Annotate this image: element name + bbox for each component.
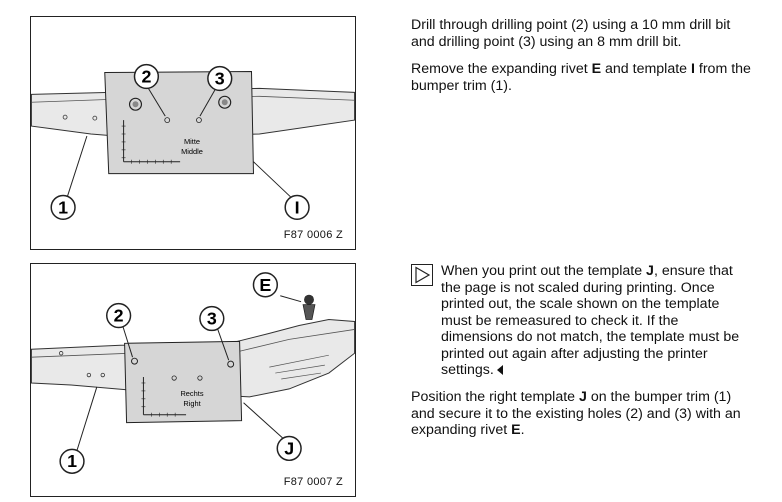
callout-2: 2 [114, 306, 124, 326]
callout-I: I [295, 197, 300, 217]
instruction-position: Position the right template J on the bum… [411, 389, 741, 438]
figure-code: F87 0006 Z [283, 229, 343, 241]
instruction-drill: Drill through drilling point (2) using a… [411, 17, 731, 50]
note-triangle-icon [411, 264, 433, 286]
callout-2: 2 [141, 66, 151, 86]
figure-right-template: Rechts Right E 2 3 1 J F87 0007 Z [30, 263, 356, 497]
end-of-note-icon [496, 365, 503, 375]
callout-J: J [284, 438, 294, 458]
template-label-line2: Middle [181, 147, 203, 156]
figure-code: F87 0007 Z [283, 476, 343, 488]
template-label-line1: Rechts [180, 389, 203, 398]
instruction-remove: Remove the expanding rivet E and templat… [411, 61, 751, 94]
figure-middle-template: Mitte Middle 2 3 1 I F87 0006 Z [30, 16, 356, 250]
callout-1: 1 [67, 451, 77, 471]
template-label-line1: Mitte [184, 137, 200, 146]
callout-1: 1 [58, 197, 68, 217]
template-label-line2: Right [183, 399, 200, 408]
callout-E: E [259, 275, 271, 295]
bumper-right-illustration: Rechts Right E 2 3 1 J [31, 272, 355, 474]
print-note: When you print out the template J, ensur… [411, 263, 751, 379]
callout-3: 3 [215, 68, 225, 88]
note-text: When you print out the template J, ensur… [441, 263, 740, 378]
bumper-middle-illustration: Mitte Middle 2 3 1 I [31, 63, 355, 220]
callout-3: 3 [207, 308, 217, 328]
